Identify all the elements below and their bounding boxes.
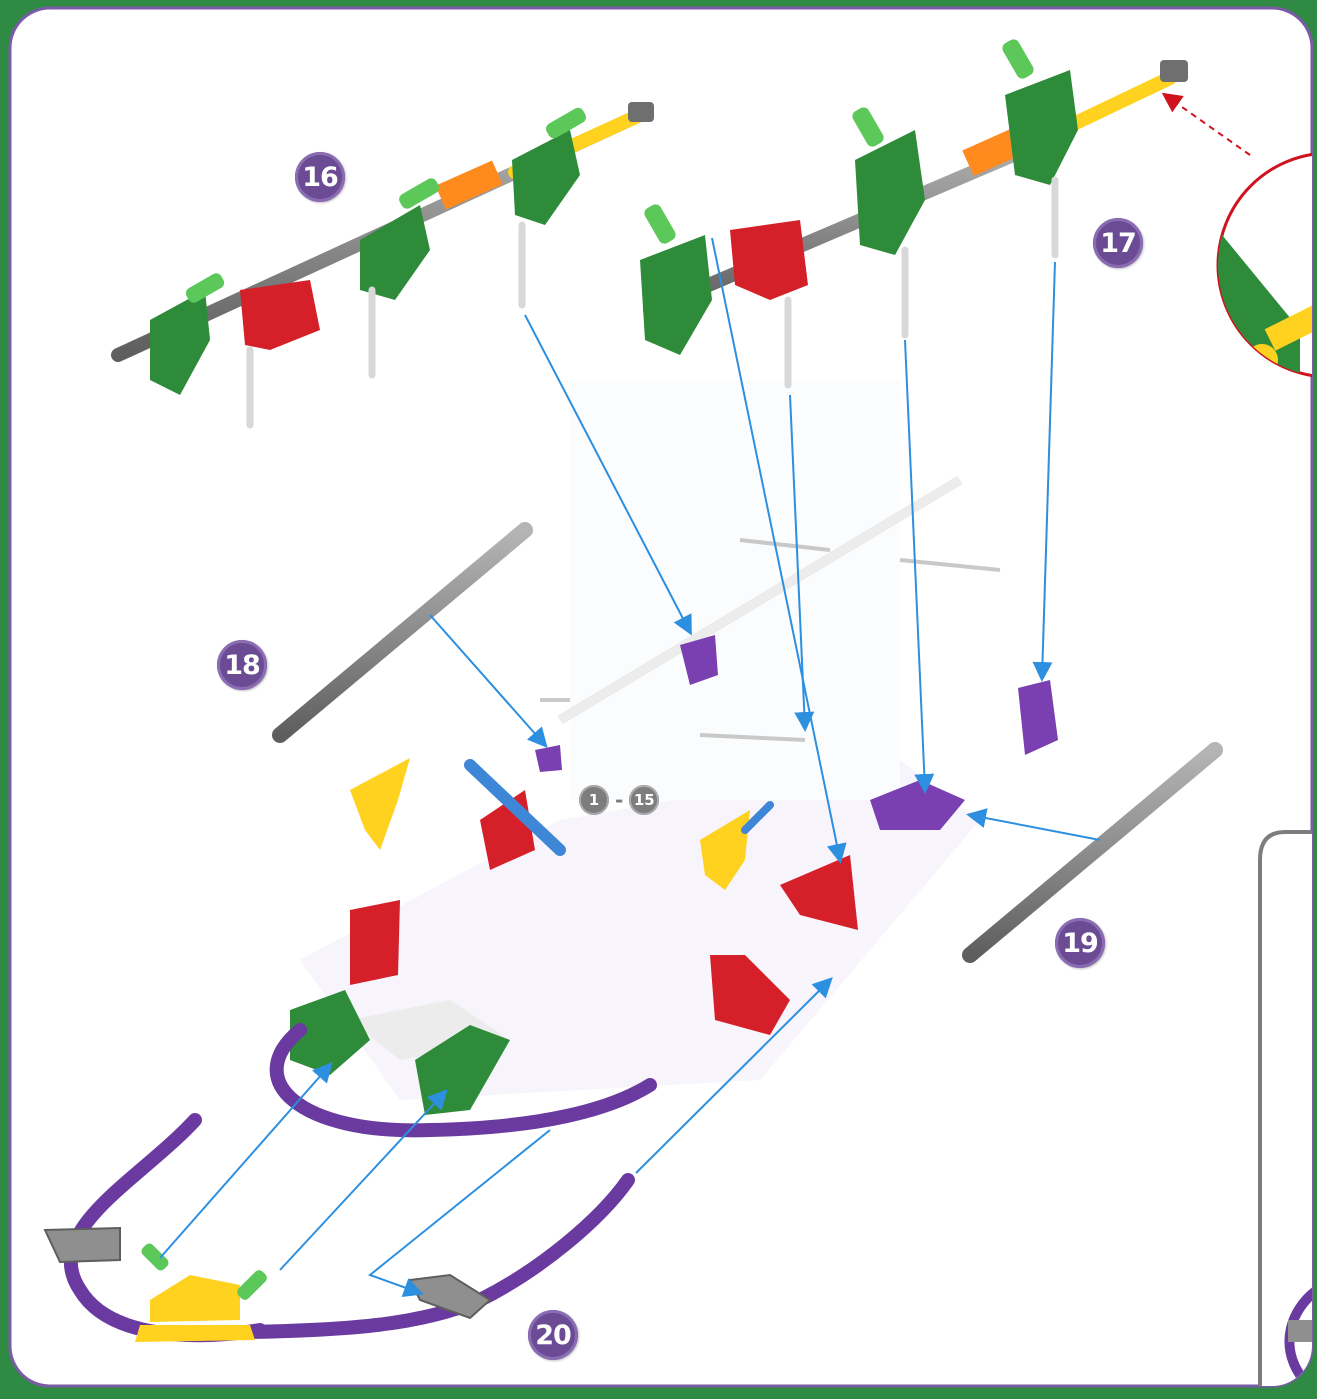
step-20-badge: 20 bbox=[528, 1310, 578, 1360]
step-18-badge: 18 bbox=[217, 640, 267, 690]
previous-steps-label: 1 - 15 bbox=[579, 783, 659, 817]
range-end-badge: 15 bbox=[629, 785, 659, 815]
red-connector bbox=[350, 900, 400, 985]
step-16-badge: 16 bbox=[295, 152, 345, 202]
range-separator: - bbox=[615, 788, 623, 812]
step-number: 19 bbox=[1062, 928, 1098, 959]
range-start-badge: 1 bbox=[579, 785, 609, 815]
step-number: 16 bbox=[302, 162, 338, 193]
step-number: 20 bbox=[535, 1320, 571, 1351]
inset-panel bbox=[1260, 832, 1317, 1395]
step-number: 17 bbox=[1100, 228, 1136, 259]
step-number: 18 bbox=[224, 650, 260, 681]
step-19-badge: 19 bbox=[1055, 918, 1105, 968]
step-17-badge: 17 bbox=[1093, 218, 1143, 268]
